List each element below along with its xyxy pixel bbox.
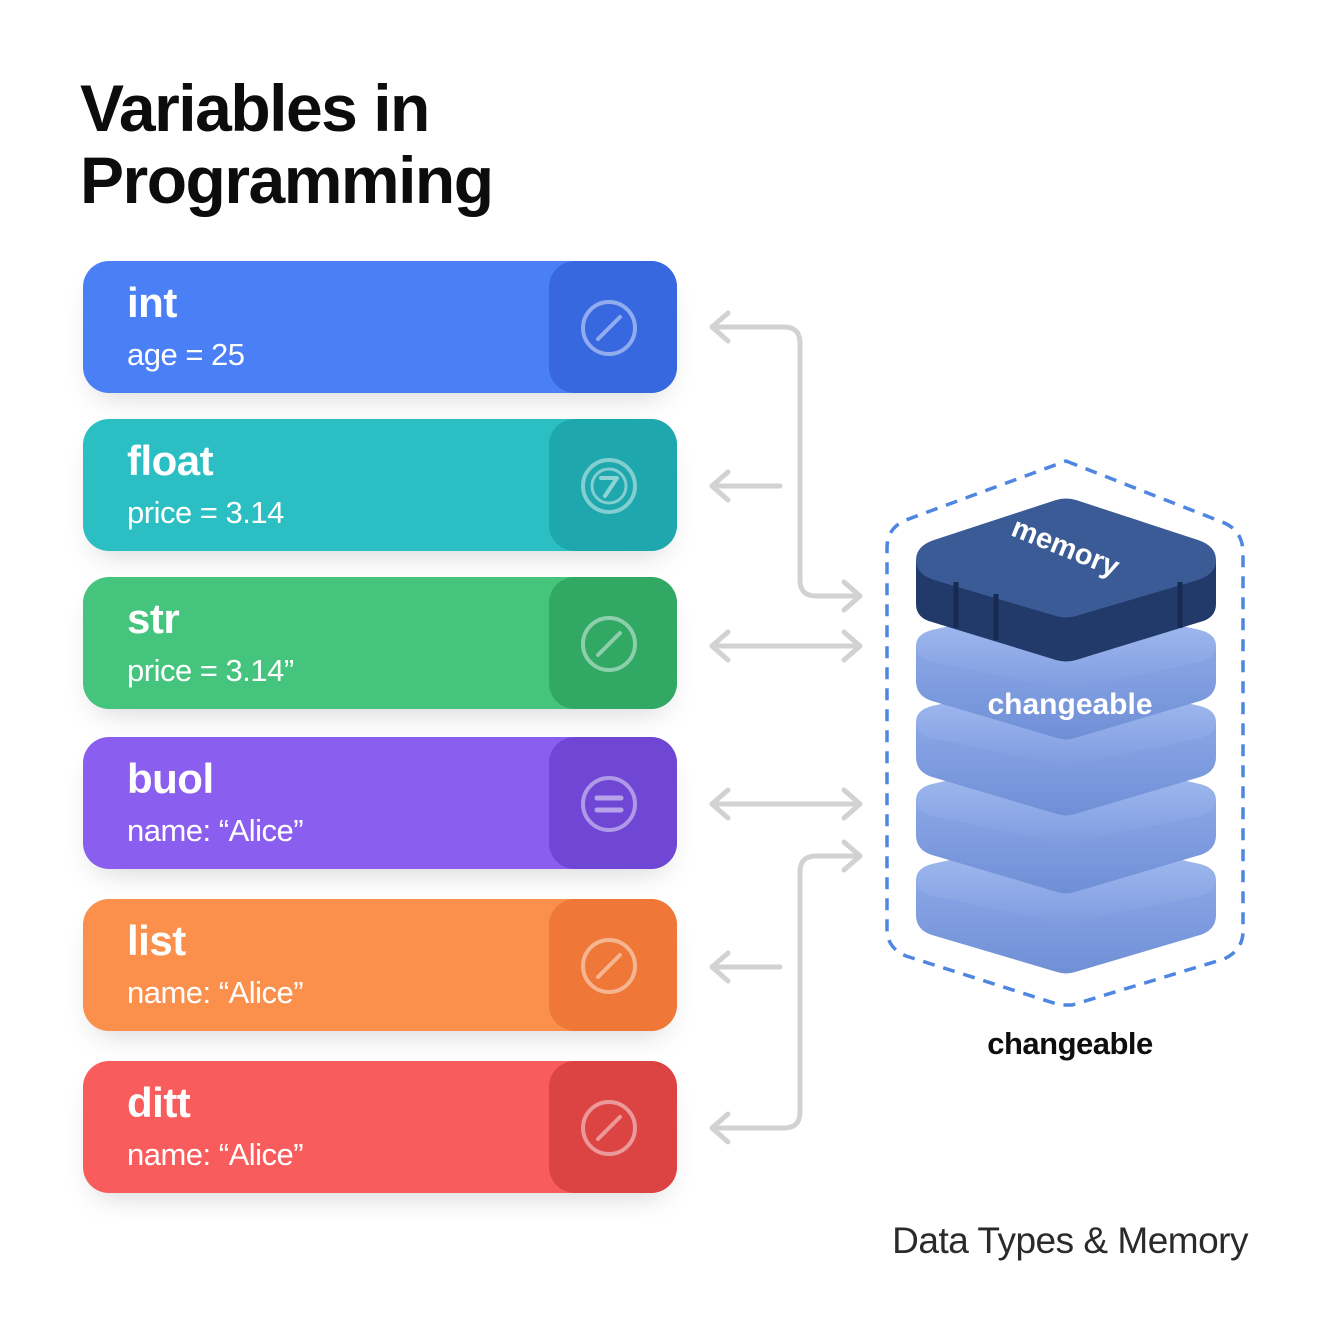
card-type: float [127, 437, 214, 484]
memory-boundary [885, 459, 1245, 1007]
variable-card-buol: buol name: “Alice” [83, 737, 677, 869]
connector-ditt [709, 853, 863, 1131]
variable-card-str: str price = 3.14” [83, 577, 677, 709]
slash-circle-icon [581, 616, 637, 672]
title-line-1: Variables in [80, 71, 430, 145]
footer-label: Data Types & Memory [892, 1220, 1248, 1261]
card-icon-zone [549, 1061, 677, 1193]
card-type: list [127, 917, 186, 964]
variable-card-list: list name: “Alice” [83, 899, 677, 1031]
card-type: int [127, 279, 177, 326]
card-icon-zone [549, 261, 677, 393]
card-value: age = 25 [127, 337, 245, 372]
stack-label: changeable [987, 688, 1152, 721]
card-type: ditt [127, 1079, 191, 1126]
memory-block: memory [916, 498, 1216, 662]
arrowhead-list [709, 950, 731, 984]
card-icon-zone [549, 737, 677, 869]
card-icon-zone [549, 899, 677, 1031]
arrowhead-int [709, 310, 731, 344]
slash-circle-icon [581, 1100, 637, 1156]
card-type: buol [127, 755, 214, 802]
arrowhead-buol-right [841, 787, 863, 821]
card-value: price = 3.14 [127, 495, 284, 530]
arrowhead-buol-left [709, 787, 731, 821]
card-value: name: “Alice” [127, 975, 304, 1010]
variable-card-float: float price = 3.14 [83, 419, 677, 551]
seven-circle-icon [581, 458, 637, 514]
connector-int [709, 324, 863, 599]
arrowhead-memory-bottom [841, 839, 863, 873]
title-line-2: Programming [80, 143, 494, 217]
page-title: Variables in Programming [80, 71, 494, 217]
arrowhead-memory-top [841, 579, 863, 613]
card-value: name: “Alice” [127, 1137, 304, 1172]
card-value: name: “Alice” [127, 813, 304, 848]
slash-circle-icon [581, 938, 637, 994]
card-type: str [127, 595, 180, 642]
variable-card-ditt: ditt name: “Alice” [83, 1061, 677, 1193]
memory-caption: changeable [987, 1026, 1153, 1061]
arrowhead-ditt [709, 1111, 731, 1145]
arrowhead-float [709, 469, 731, 503]
card-value: price = 3.14” [127, 653, 294, 688]
arrowhead-str-right [841, 629, 863, 663]
slash-circle-icon [581, 300, 637, 356]
equals-circle-icon [581, 776, 637, 832]
arrowhead-str-left [709, 629, 731, 663]
card-icon-zone [549, 577, 677, 709]
card-icon-zone [549, 419, 677, 551]
variable-card-int: int age = 25 [83, 261, 677, 393]
